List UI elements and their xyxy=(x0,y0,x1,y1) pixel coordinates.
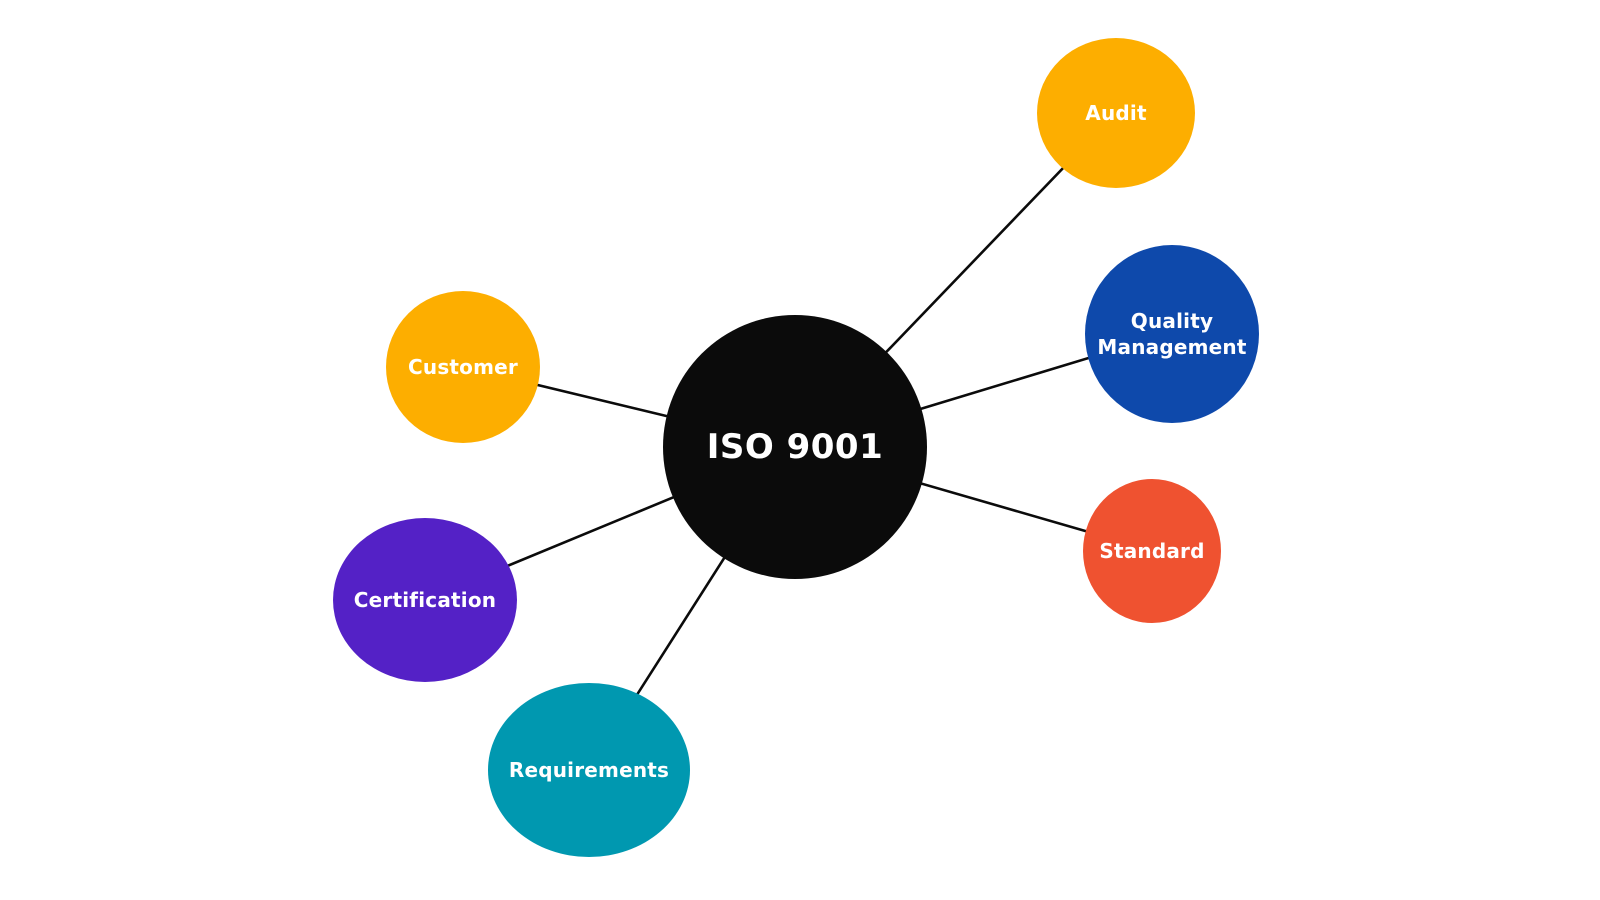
node-audit-label: Audit xyxy=(1085,101,1147,125)
node-quality-management-label: Quality Management xyxy=(1097,309,1247,359)
node-customer-label: Customer xyxy=(408,355,518,379)
node-quality-management: Quality Management xyxy=(1085,245,1259,423)
node-certification: Certification xyxy=(333,518,517,682)
node-iso-9001: ISO 9001 xyxy=(663,315,927,579)
node-iso-9001-label: ISO 9001 xyxy=(706,426,884,467)
node-certification-label: Certification xyxy=(353,588,497,612)
node-customer: Customer xyxy=(386,291,540,443)
node-standard: Standard xyxy=(1083,479,1221,623)
node-requirements: Requirements xyxy=(488,683,690,857)
node-standard-label: Standard xyxy=(1099,539,1205,563)
node-audit: Audit xyxy=(1037,38,1195,188)
node-requirements-label: Requirements xyxy=(508,758,670,782)
